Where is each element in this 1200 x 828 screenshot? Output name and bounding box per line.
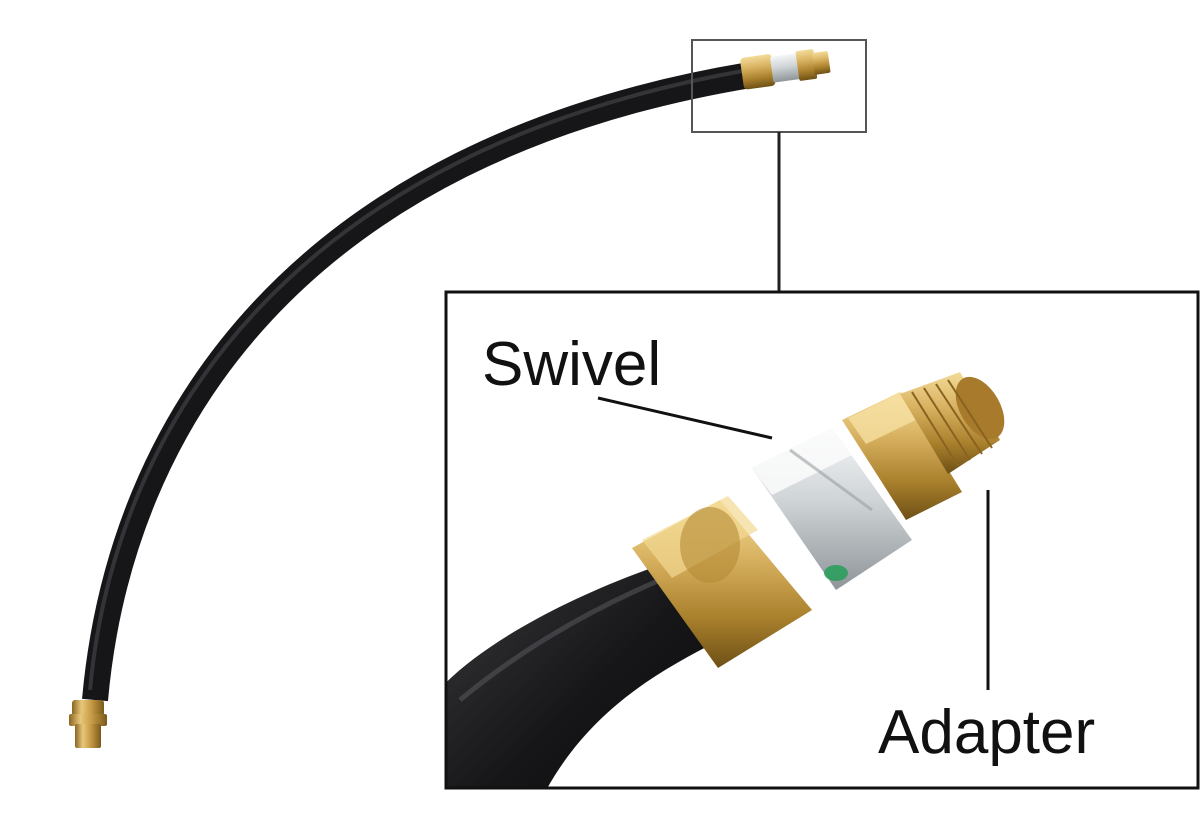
detail-inset-border (444, 290, 1200, 790)
inset-hose (446, 565, 720, 788)
adapter-label: Adapter (878, 698, 1095, 767)
top-fitting (740, 49, 831, 90)
full-hose (69, 49, 831, 748)
inset-swivel-nut (752, 428, 912, 590)
swivel-leader-line (597, 396, 773, 440)
swivel-callout: Swivel (482, 330, 773, 440)
detail-inset (444, 290, 1200, 790)
inset-adapter-thread (900, 372, 1005, 474)
swivel-label: Swivel (482, 330, 661, 399)
inset-ferrule (632, 496, 812, 668)
hose-body (82, 62, 753, 702)
bottom-fitting (69, 700, 107, 748)
hose-highlight (88, 68, 749, 691)
adapter-callout: Adapter (878, 490, 1095, 767)
inset-adapter-hex (842, 392, 962, 520)
